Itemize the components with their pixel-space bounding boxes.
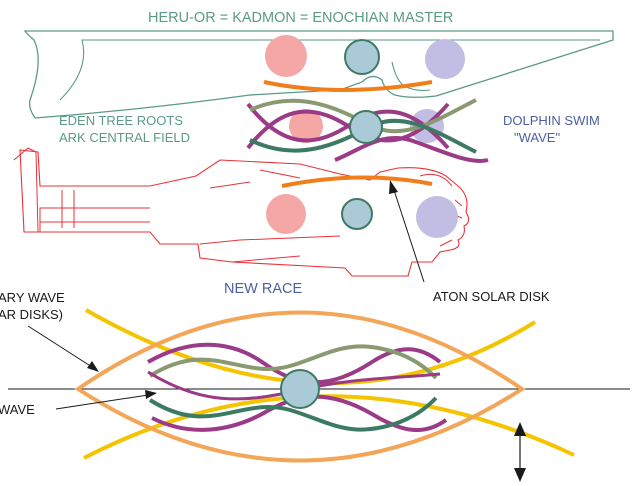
purple-wave-middle-2: [246, 102, 450, 150]
ary-wave-label: ARY WAVE: [0, 290, 65, 305]
orange-arc-top: [263, 80, 433, 92]
reclining-figure-inner-leg: [39, 190, 150, 232]
olive-wave-bottom: [148, 344, 438, 380]
vertical-arrow-down-head: [514, 468, 526, 482]
dolphin-swim-label: DOLPHIN SWIM: [503, 113, 600, 128]
title-label: HERU-OR = KADMON = ENOCHIAN MASTER: [148, 10, 453, 26]
pink-disk-top: [265, 35, 307, 77]
center-disk-top: [344, 39, 380, 75]
center-disk-bottom: [280, 369, 320, 409]
ar-disks-label: AR DISKS): [0, 307, 63, 322]
center-disk-middle: [349, 110, 383, 144]
aton-pointer-line: [392, 186, 425, 283]
heru-or-outline: [23, 30, 614, 119]
wave-pointer-line: [55, 394, 149, 410]
purple-wave-middle-3: [334, 136, 489, 163]
wave-label: WAVE: [0, 402, 35, 417]
new-race-label: NEW RACE: [224, 281, 302, 297]
orange-arc-figure: [281, 175, 433, 188]
reclining-figure-arm: [199, 169, 341, 263]
aton-pointer-arrowhead: [389, 180, 398, 194]
heru-or-inner-line: [59, 39, 600, 101]
wave-pointer-arrowhead: [145, 390, 157, 399]
pink-disk-figure: [266, 194, 306, 234]
center-disk-figure: [341, 198, 373, 230]
ark-central-field-label: ARK CENTRAL FIELD: [59, 130, 190, 145]
reclining-figure-face: [419, 173, 463, 247]
peach-lens-outline: [74, 310, 526, 463]
reclining-figure-outline: [19, 149, 470, 277]
aton-solar-disk-label: ATON SOLAR DISK: [433, 289, 550, 304]
eden-tree-roots-label: EDEN TREE ROOTS: [59, 113, 183, 128]
lilac-disk-top: [425, 39, 465, 79]
reclining-figure-foot: [13, 147, 39, 233]
pink-disk-middle: [289, 109, 323, 143]
ary-wave-pointer-line: [27, 325, 93, 368]
lilac-disk-figure: [416, 196, 458, 238]
teal-wave-bottom: [148, 396, 438, 432]
vertical-arrow-up-head: [514, 422, 526, 436]
wave-quote-label: "WAVE": [514, 130, 560, 145]
ary-wave-pointer-arrowhead: [87, 361, 99, 372]
